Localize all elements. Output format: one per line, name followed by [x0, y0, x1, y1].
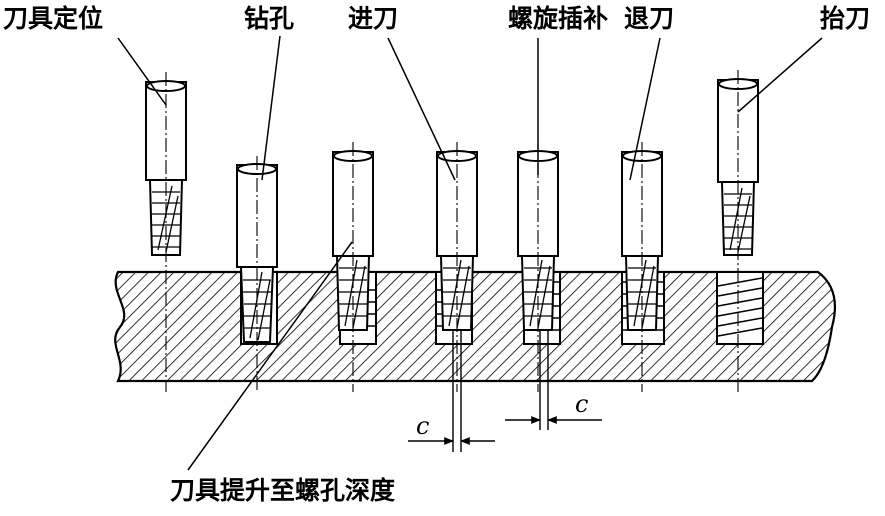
center-lines	[165, 70, 739, 392]
dimension-feed	[408, 330, 495, 452]
dimension-label-helical: c	[575, 390, 589, 418]
label-lift: 抬刀	[820, 4, 871, 33]
label-drilling: 钻孔	[244, 4, 295, 33]
label-helical-interpolation: 螺旋插补	[508, 4, 609, 33]
hole-threaded	[716, 271, 764, 345]
label-tool-positioning: 刀具定位	[3, 4, 104, 33]
label-tool-raise-to-depth: 刀具提升至螺孔深度	[170, 476, 396, 505]
label-feed: 进刀	[348, 4, 399, 33]
label-retract: 退刀	[624, 4, 675, 33]
leader-lines	[117, 35, 823, 471]
dimension-label-feed: c	[416, 412, 430, 440]
dimension-helical	[505, 330, 602, 430]
